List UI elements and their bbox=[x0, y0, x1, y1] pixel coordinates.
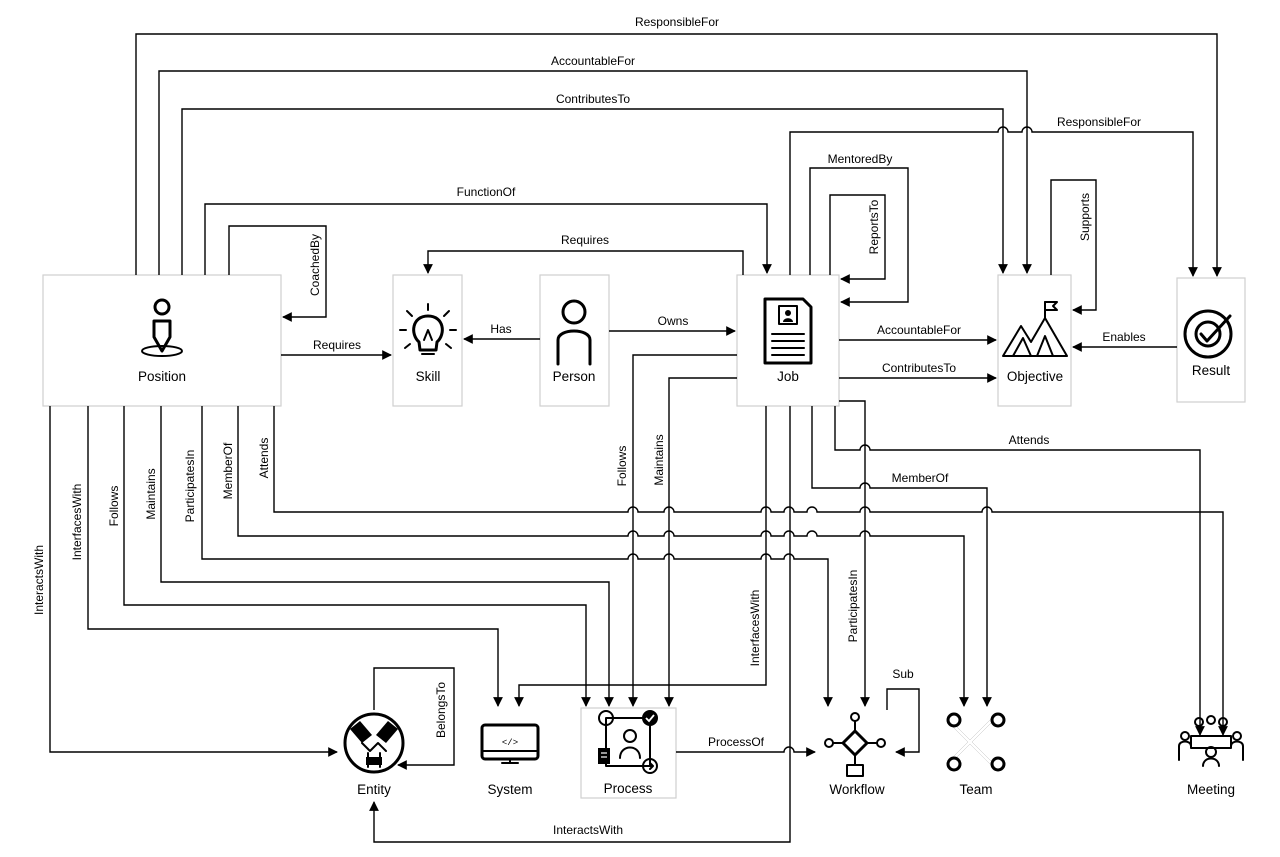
edge-label: Owns bbox=[658, 314, 689, 328]
edge-position-memberof-team bbox=[237, 406, 969, 707]
edge-label: FunctionOf bbox=[457, 185, 516, 199]
person-label: Person bbox=[553, 369, 596, 384]
team-label: Team bbox=[959, 782, 992, 797]
objective-node[interactable] bbox=[997, 274, 1072, 407]
edge-label: ParticipatesIn bbox=[846, 570, 860, 643]
workflow-label: Workflow bbox=[829, 782, 885, 797]
edge-label: BelongsTo bbox=[434, 682, 448, 738]
target-check-icon bbox=[1183, 309, 1233, 359]
job-document-icon bbox=[763, 297, 813, 365]
edge-job-interfaceswith-system bbox=[514, 406, 767, 707]
edge-label: CoachedBy bbox=[308, 234, 322, 296]
team-icon bbox=[946, 712, 1006, 772]
edge-position-contributesto-objective bbox=[181, 108, 1008, 275]
edge-position-responsiblefor-result bbox=[135, 33, 1222, 277]
edge-job-participatesin-workflow bbox=[839, 400, 870, 707]
edge-position-interactswith-entity bbox=[49, 406, 338, 757]
edge-job-interactswith-entity bbox=[369, 406, 791, 843]
edge-label: Requires bbox=[561, 233, 609, 247]
skill-label: Skill bbox=[416, 369, 441, 384]
edge-label: ResponsibleFor bbox=[1057, 115, 1141, 129]
edge-job-attends-meeting bbox=[834, 406, 1205, 736]
person-icon bbox=[556, 299, 592, 366]
edge-label: ProcessOf bbox=[708, 735, 765, 749]
svg-text:</>: </> bbox=[502, 738, 518, 748]
edge-label: Maintains bbox=[144, 468, 158, 519]
edge-position-interfaceswith-system bbox=[87, 406, 503, 707]
edge-label: Follows bbox=[107, 486, 121, 527]
edge-job-responsiblefor-result bbox=[789, 126, 1198, 277]
edge-position-functionof-job bbox=[204, 203, 772, 275]
edge-entity-belongsto bbox=[373, 667, 455, 770]
system-label: System bbox=[487, 782, 532, 797]
edge-position-attends-meeting bbox=[273, 406, 1228, 736]
edge-job-memberof-team bbox=[811, 406, 992, 707]
objective-label: Objective bbox=[1007, 369, 1063, 384]
edge-label: InterfacesWith bbox=[70, 484, 84, 561]
edge-position-follows-process bbox=[123, 406, 591, 707]
edge-label: Supports bbox=[1078, 193, 1092, 241]
edge-process-processof-workflow bbox=[676, 746, 816, 757]
edge-job-follows-process bbox=[628, 354, 737, 707]
node-labels: Position Skill Person Job Objective Resu… bbox=[138, 363, 1235, 797]
edge-label: ContributesTo bbox=[556, 92, 630, 106]
edge-label: AccountableFor bbox=[551, 54, 635, 68]
edge-label: InteractsWith bbox=[32, 545, 46, 615]
edge-job-requires-skill bbox=[423, 250, 744, 275]
edge-position-maintains-process bbox=[160, 406, 614, 707]
meeting-icon bbox=[1178, 715, 1244, 767]
edge-position-coachedby bbox=[228, 225, 327, 322]
edge-label: Maintains bbox=[652, 434, 666, 485]
mountain-flag-icon bbox=[1002, 301, 1068, 357]
edge-label: MemberOf bbox=[892, 471, 949, 485]
edge-position-participatesin-workflow bbox=[201, 406, 833, 707]
edge-label: InterfacesWith bbox=[748, 590, 762, 667]
handshake-icon bbox=[343, 712, 405, 774]
edge-label: Attends bbox=[257, 438, 271, 479]
edge-job-reportsto bbox=[829, 194, 886, 284]
edge-label: MentoredBy bbox=[828, 152, 893, 166]
edge-label: Sub bbox=[892, 667, 914, 681]
edge-label: MemberOf bbox=[221, 442, 235, 499]
workflow-icon bbox=[824, 712, 886, 777]
edge-label: ContributesTo bbox=[882, 361, 956, 375]
edge-label: InteractsWith bbox=[553, 823, 623, 837]
edge-label: AccountableFor bbox=[877, 323, 961, 337]
job-label: Job bbox=[777, 369, 799, 384]
process-icon bbox=[598, 710, 658, 774]
person-pin-icon bbox=[141, 298, 183, 357]
monitor-code-icon: </> bbox=[480, 723, 540, 764]
process-label: Process bbox=[604, 781, 653, 796]
position-node[interactable] bbox=[42, 274, 282, 407]
skill-node[interactable] bbox=[392, 274, 463, 407]
person-node[interactable] bbox=[539, 274, 610, 407]
edges bbox=[49, 33, 1228, 843]
position-label: Position bbox=[138, 369, 186, 384]
edge-label: ResponsibleFor bbox=[635, 15, 719, 29]
edge-labels: ResponsibleFor AccountableFor Contribute… bbox=[32, 15, 1146, 837]
result-label: Result bbox=[1192, 363, 1231, 378]
edge-label: Enables bbox=[1102, 330, 1145, 344]
edge-job-mentoredby bbox=[809, 167, 909, 307]
edge-objective-supports bbox=[1050, 179, 1097, 315]
lightbulb-icon bbox=[399, 303, 457, 355]
edge-label: ParticipatesIn bbox=[183, 450, 197, 523]
edge-position-accountablefor-objective bbox=[158, 70, 1032, 275]
edge-label: Attends bbox=[1009, 433, 1050, 447]
edge-workflow-sub bbox=[886, 688, 920, 757]
result-node[interactable] bbox=[1176, 277, 1246, 403]
edge-job-maintains-process bbox=[664, 377, 737, 707]
edge-label: Follows bbox=[615, 446, 629, 487]
meeting-label: Meeting bbox=[1187, 782, 1235, 797]
edge-label: Has bbox=[490, 322, 511, 336]
process-node[interactable] bbox=[580, 707, 677, 799]
edge-label: ReportsTo bbox=[867, 199, 881, 254]
edge-label: Requires bbox=[313, 338, 361, 352]
entity-label: Entity bbox=[357, 782, 391, 797]
